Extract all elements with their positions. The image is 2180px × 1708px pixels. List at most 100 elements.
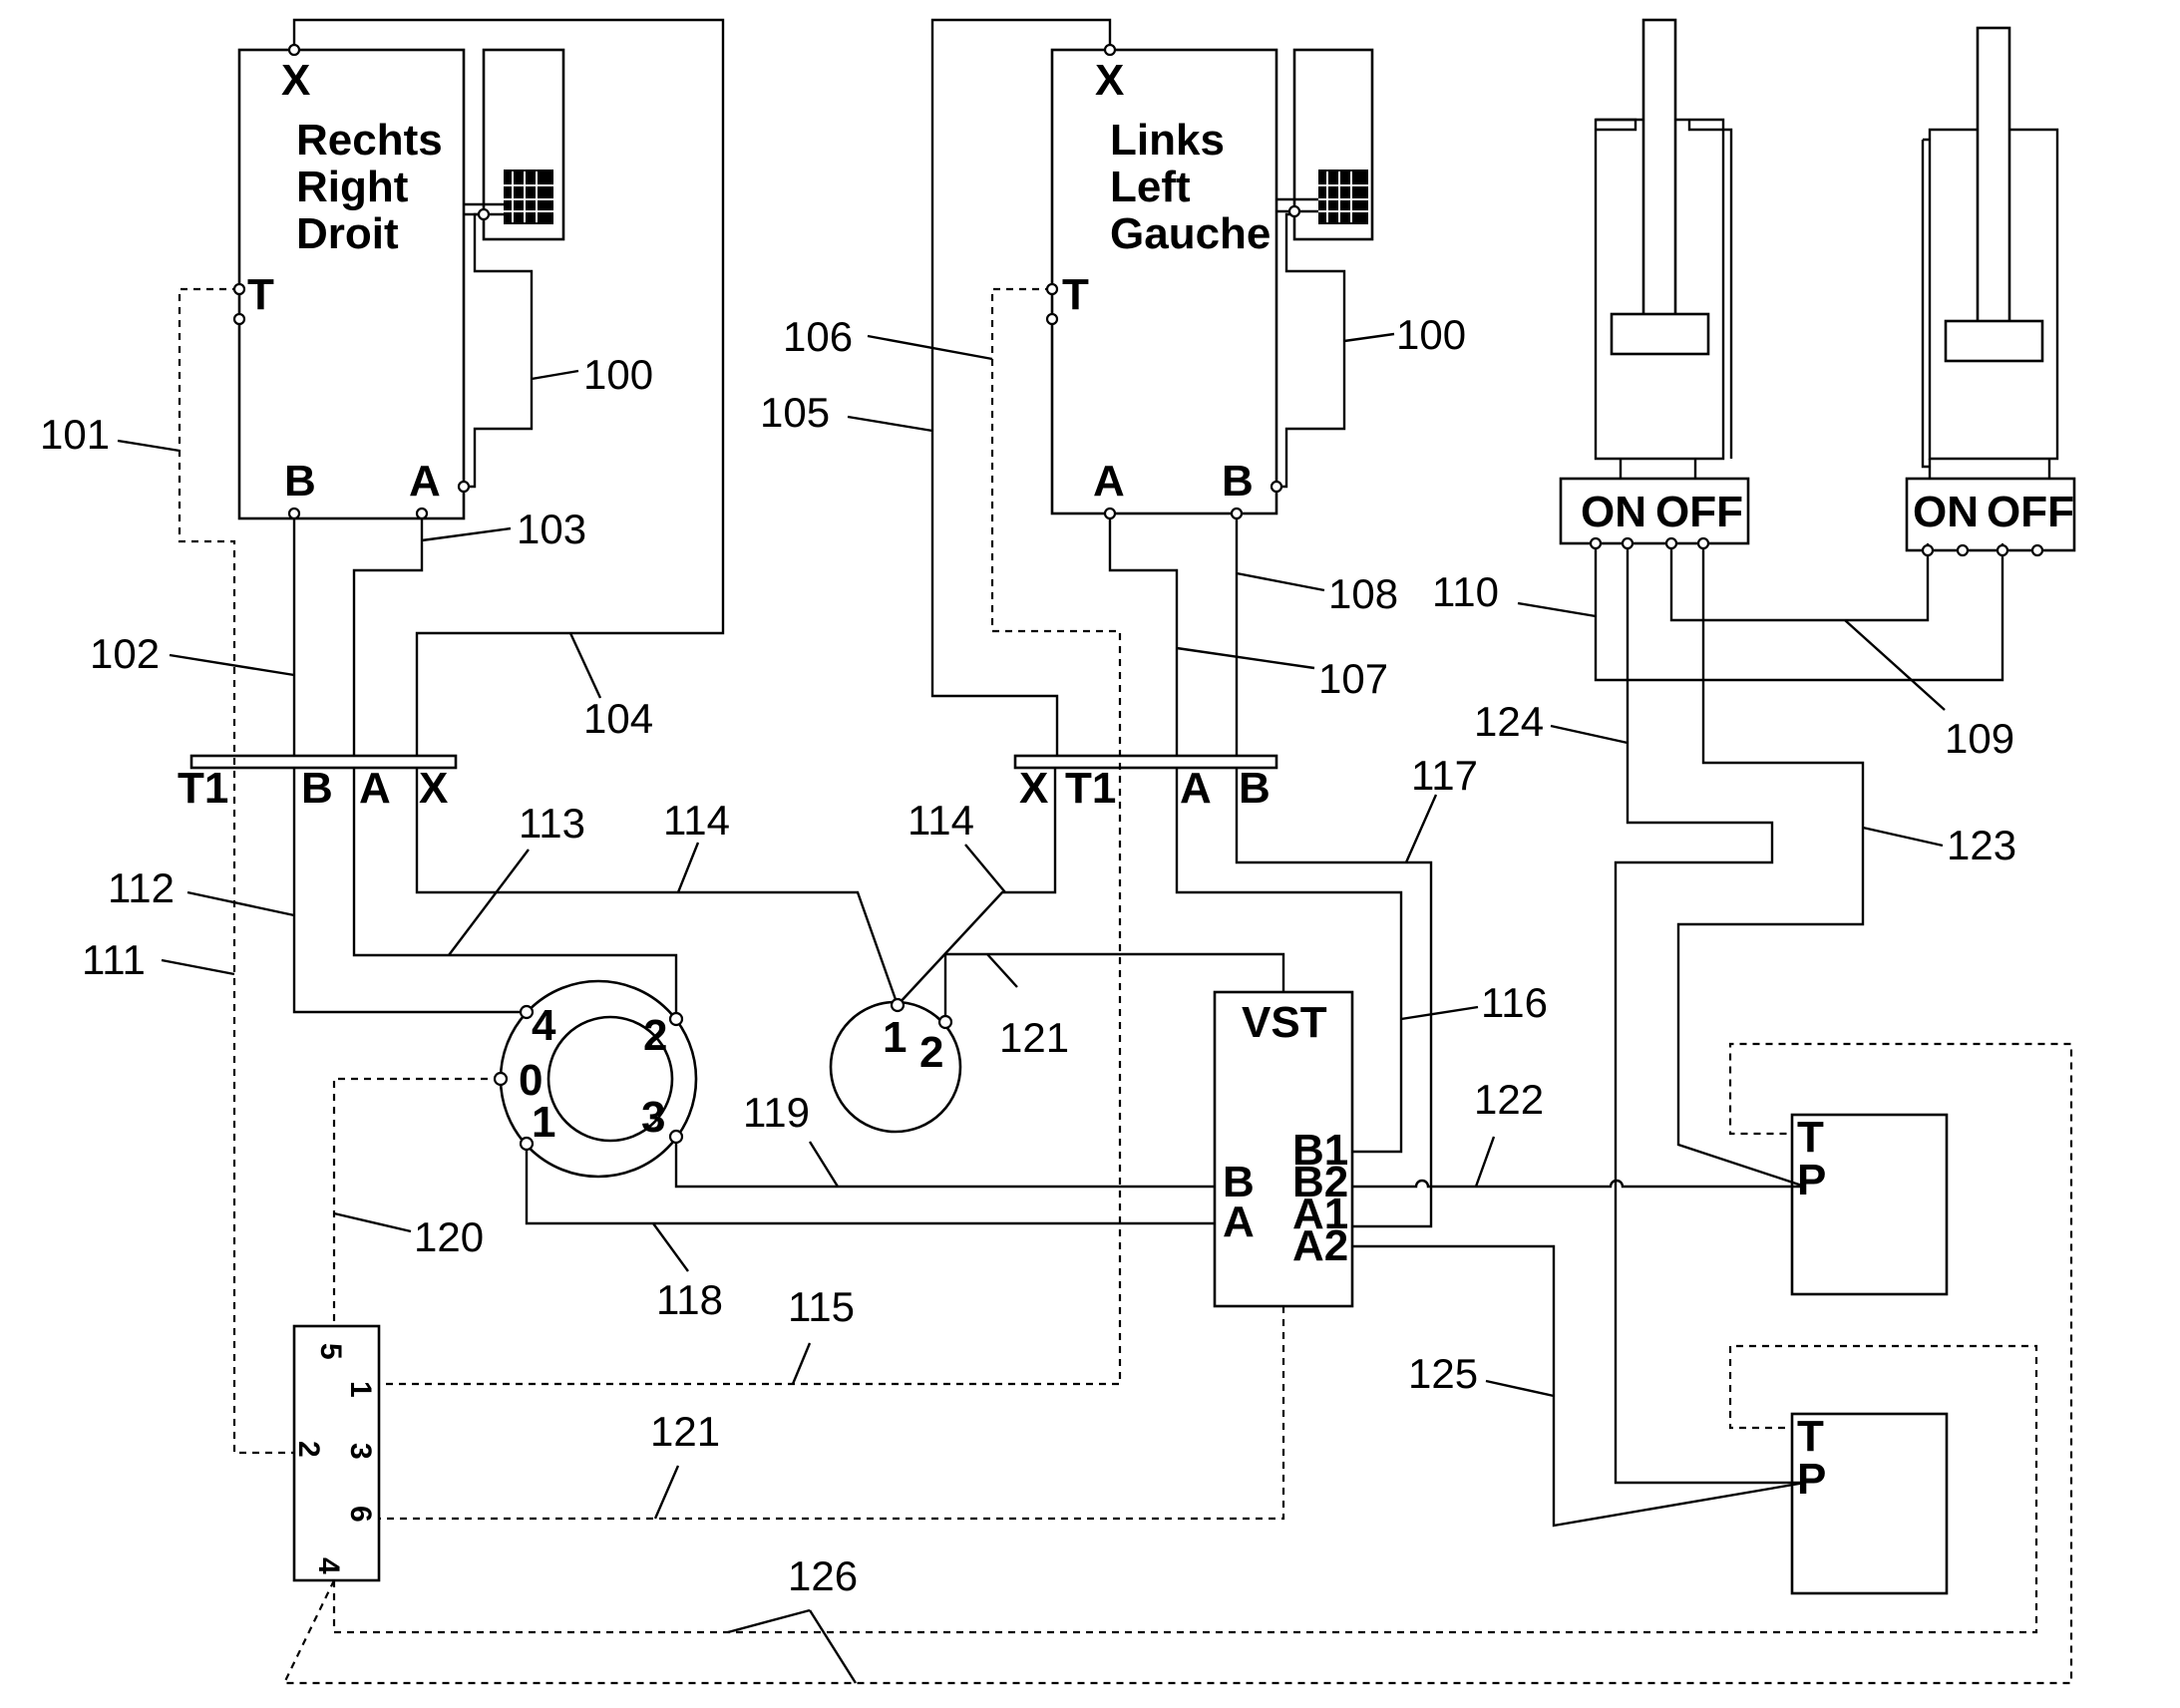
vst-port-a2: A2 [1292,1221,1348,1270]
vst-port-b: B [1223,1158,1255,1206]
cylinder-2-piston [1944,319,2044,363]
ref-100-left: 100 [1396,311,1466,358]
rotary-port-4: 4 [532,1001,556,1050]
vst-port-a: A [1223,1197,1255,1246]
vst-box [1213,990,1354,1308]
manifold-right-b: B [1239,764,1271,813]
tp-box-1: T P [1790,1113,1949,1296]
rotary-valve: 4 2 0 3 1 [499,979,698,1179]
ref-117: 117 [1411,752,1478,799]
manifold-bar-right [1013,754,1278,770]
right-unit: Rechts Right Droit X T B A [237,48,565,520]
manifold-bar-left [189,754,458,770]
right-port-b-label: B [284,457,316,506]
right-unit-box [237,48,466,520]
ref-115: 115 [788,1283,855,1330]
tp-box-2-t: T [1797,1412,1824,1461]
ref-112: 112 [108,864,175,911]
vst-port-b2: B2 [1292,1158,1348,1206]
switch-1: ON OFF [1559,459,1750,545]
tp-box-1-rect [1790,1113,1949,1296]
manifold-left-x: X [419,764,448,813]
vst-block: VST B1 B2 A1 A2 B A [1213,990,1354,1308]
switch-1-on-label: ON [1581,488,1646,536]
right-connector-block [504,170,553,224]
ref-103: 103 [517,506,586,552]
terminal-4: 4 [312,1557,345,1574]
terminal-block-rect [292,1324,381,1582]
manifold-left-t1: T1 [178,764,228,813]
ref-121-a: 121 [999,1014,1069,1061]
switch-2-on-label: ON [1913,488,1979,536]
ref-116: 116 [1481,979,1548,1026]
vst-port-b1: B1 [1292,1126,1348,1175]
ref-125: 125 [1408,1350,1478,1397]
small-valve-port-1: 1 [883,1013,907,1062]
switch-1-off-label: OFF [1655,488,1743,536]
tp-box-1-p: P [1797,1156,1826,1204]
terminal-5: 5 [314,1343,347,1360]
cylinder-1 [1594,18,1733,461]
tp-box-2-rect [1790,1412,1949,1595]
ref-111: 111 [82,936,146,983]
ref-110: 110 [1432,568,1499,615]
left-port-t-label: T [1062,270,1089,319]
rotary-port-3: 3 [641,1093,665,1142]
small-valve-port-2: 2 [919,1028,943,1077]
reference-labels: 100 100 101 102 103 104 105 106 107 108 … [40,311,2016,1684]
ref-123: 123 [1947,822,2016,868]
solid-lines [292,18,2004,1528]
manifold-right-x: X [1019,764,1048,813]
switch-2: ON OFF [1905,459,2076,552]
manifold-right-a: A [1180,764,1212,813]
switch-1-box [1559,477,1750,545]
terminal-3: 3 [344,1443,377,1460]
manifold-left-b: B [301,764,333,813]
left-unit-box [1050,48,1278,515]
terminal-2: 2 [292,1441,325,1458]
ref-100-right: 100 [583,351,653,398]
right-port-x-label: X [281,56,310,105]
tp-box-2: T P [1790,1412,1949,1595]
left-unit-label-3: Gauche [1110,209,1271,258]
left-unit-label-1: Links [1110,116,1225,165]
terminal-6: 6 [344,1506,377,1523]
ref-104: 104 [583,695,653,742]
right-port-t-label: T [247,270,274,319]
ref-118: 118 [656,1276,723,1323]
ref-120: 120 [414,1213,484,1260]
ref-101: 101 [40,411,110,458]
switch-2-box [1905,477,2076,552]
switch-2-off-label: OFF [1987,488,2074,536]
tp-box-1-t: T [1797,1113,1824,1162]
left-unit-label-2: Left [1110,163,1191,211]
ref-126: 126 [788,1552,858,1599]
cylinder-1-piston [1610,312,1710,356]
ref-114-b: 114 [908,797,974,844]
rotary-port-1: 1 [532,1098,555,1147]
ref-114-a: 114 [663,797,730,844]
ref-122: 122 [1474,1076,1544,1123]
cylinder-2-rod [1976,26,2011,329]
manifold-left-a: A [359,764,391,813]
rotary-valve-inner [546,1015,674,1143]
left-port-a-label: A [1093,457,1125,506]
ref-107: 107 [1318,655,1388,702]
tp-box-2-p: P [1797,1455,1826,1504]
left-port-x-label: X [1095,56,1124,105]
ref-108: 108 [1328,570,1398,617]
dashed-lines [178,287,2073,1685]
ref-124: 124 [1474,698,1544,745]
rotary-port-0: 0 [519,1056,543,1105]
left-connector-block [1318,170,1368,224]
ref-109: 109 [1945,715,2014,762]
vst-port-a1: A1 [1292,1190,1348,1238]
manifold-right-t1: T1 [1065,764,1116,813]
left-unit: Links Left Gauche X T A B [1050,48,1374,515]
right-unit-label-3: Droit [296,209,399,258]
vst-title: VST [1242,998,1327,1047]
left-port-b-label: B [1222,457,1254,506]
ref-105: 105 [760,389,830,436]
small-valve: 1 2 [829,1000,962,1134]
